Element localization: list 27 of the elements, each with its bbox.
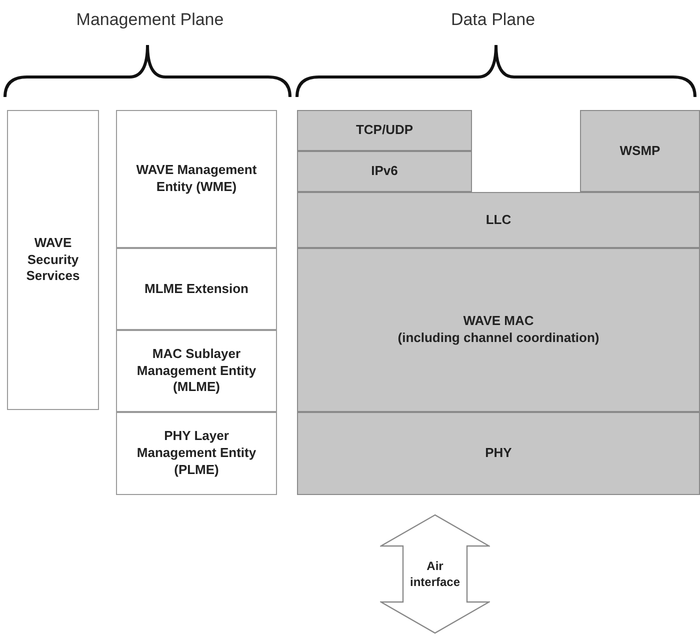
management-block <box>116 248 277 330</box>
protocol-layer <box>297 151 472 192</box>
protocol-layer <box>580 110 700 192</box>
plane-heading: Management Plane <box>76 10 224 30</box>
management-block <box>116 330 277 412</box>
layer-label: PHY <box>485 445 512 462</box>
protocol-layer <box>297 248 700 412</box>
protocol-layer <box>297 110 472 151</box>
layer-label: WSMP <box>620 142 660 160</box>
management-block <box>116 110 277 248</box>
layer-label: MAC Sublayer Management Entity (MLME) <box>136 346 258 396</box>
layer-label: WAVE Management Entity (WME) <box>135 162 258 196</box>
management-block <box>7 110 99 410</box>
layer-label: IPv6 <box>371 163 398 180</box>
layer-label: TCP/UDP <box>356 122 414 139</box>
layer-label: PHY Layer Management Entity (PLME) <box>136 428 258 479</box>
layer-label: LLC <box>486 212 512 228</box>
layer-label: (including channel coordination) <box>398 330 600 347</box>
plane-heading: Data Plane <box>450 10 536 30</box>
layer-label: MLME Extension <box>144 280 248 298</box>
layer-label: WAVE MAC <box>463 313 534 330</box>
protocol-layer <box>297 192 700 248</box>
arrow-label: Air interface <box>408 558 462 590</box>
protocol-layer <box>297 412 700 495</box>
double-arrow <box>380 514 490 634</box>
layer-label: WAVE Security Services <box>25 234 81 286</box>
management-block <box>116 412 277 495</box>
